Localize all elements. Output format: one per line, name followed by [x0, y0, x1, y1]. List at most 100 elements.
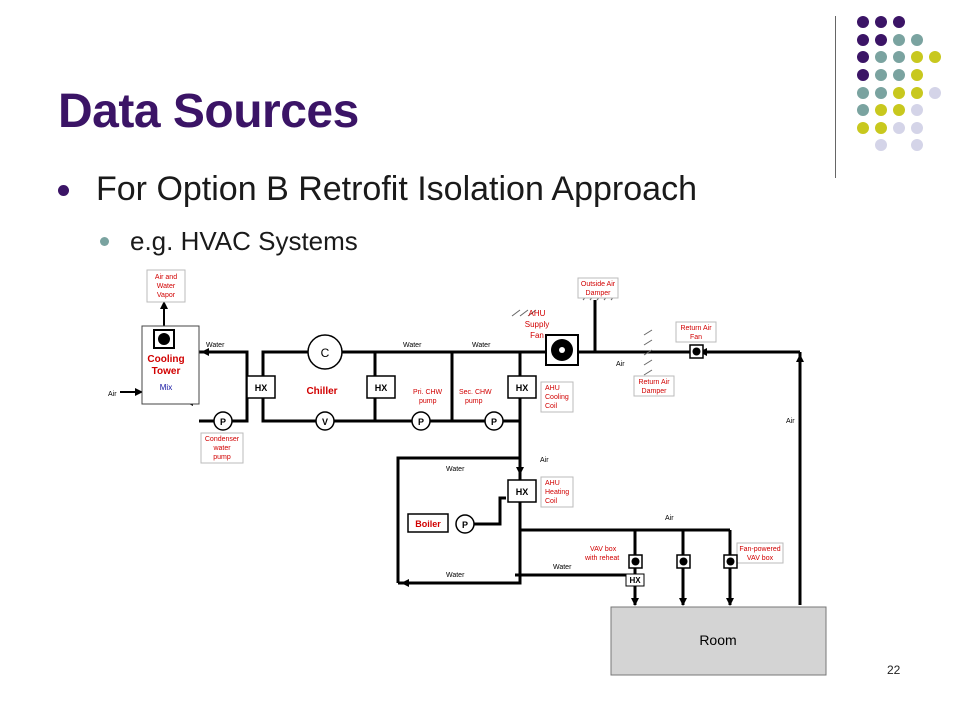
- svg-text:V: V: [322, 417, 328, 427]
- svg-text:P: P: [462, 520, 468, 530]
- vav-fan-icons: [628, 554, 738, 569]
- svg-text:P: P: [418, 417, 424, 427]
- svg-text:Damper: Damper: [642, 388, 668, 395]
- grid-dot: [929, 51, 941, 63]
- water-label-heating-bottom: Water: [446, 572, 465, 579]
- cooling-tower-label-2: Tower: [152, 366, 181, 377]
- svg-text:Boiler: Boiler: [415, 519, 441, 529]
- grid-dot: [875, 139, 887, 151]
- svg-text:water: water: [212, 445, 231, 452]
- duct-hatch: [511, 309, 537, 317]
- svg-text:Water: Water: [157, 283, 176, 290]
- svg-text:pump: pump: [419, 398, 437, 405]
- svg-text:HX: HX: [629, 576, 641, 585]
- svg-text:AHU: AHU: [529, 309, 546, 318]
- grid-dot: [893, 51, 905, 63]
- svg-text:Heating: Heating: [545, 489, 569, 496]
- condenser-pump: P: [213, 411, 233, 431]
- dot-row-2: [857, 34, 923, 46]
- hx-vav-reheat: HX: [625, 573, 645, 587]
- svg-text:Return Air: Return Air: [638, 379, 670, 386]
- grid-dot: [911, 139, 923, 151]
- boiler: Boiler: [407, 513, 449, 533]
- cooling-tower: Cooling Tower Mix: [141, 325, 200, 405]
- chiller-label: Chiller: [306, 386, 337, 397]
- pri-chw-pump-label: Pri. CHW pump: [413, 389, 443, 405]
- reheat-duct-inner: [515, 570, 637, 577]
- svg-text:P: P: [491, 417, 497, 427]
- bullet-dot-icon: [58, 185, 69, 196]
- ahu-heating-coil-label: AHU Heating Coil: [540, 476, 574, 508]
- pumps: P V P P P: [213, 411, 504, 534]
- grid-dot: [893, 69, 905, 81]
- svg-text:HX: HX: [516, 383, 529, 393]
- svg-text:Vapor: Vapor: [157, 292, 176, 299]
- svg-text:Air and: Air and: [155, 274, 177, 281]
- grid-dot: [875, 122, 887, 134]
- svg-text:Sec. CHW: Sec. CHW: [459, 389, 492, 396]
- bullet-dot-icon: [100, 237, 109, 246]
- svg-text:C: C: [321, 346, 330, 360]
- heat-exchangers: HX HX HX HX HX: [246, 375, 645, 587]
- grid-dot: [929, 87, 941, 99]
- ahu-cooling-coil-label: AHU Cooling Coil: [540, 381, 574, 413]
- outside-air-damper-label: Outside Air Damper: [577, 277, 619, 299]
- svg-text:with reheat: with reheat: [584, 555, 619, 562]
- vav-box-1: [628, 554, 643, 569]
- svg-text:Condenser: Condenser: [205, 436, 240, 443]
- grid-dot: [911, 104, 923, 116]
- condenser-pump-label: Condenser water pump: [200, 432, 244, 464]
- grid-dot: [875, 69, 887, 81]
- vav-box-2: [676, 554, 691, 569]
- grid-dot: [893, 104, 905, 116]
- grid-dot: [857, 16, 869, 28]
- flow-labels: Air Water Water Water Water Water Water …: [108, 342, 795, 579]
- grid-dot: [875, 104, 887, 116]
- svg-text:HX: HX: [375, 383, 388, 393]
- mix-label: Mix: [160, 383, 172, 392]
- dot-row-7: [857, 122, 923, 134]
- hx-ahu-heating: HX: [507, 479, 537, 503]
- boiler-pump: P: [455, 514, 475, 534]
- svg-text:Fan: Fan: [530, 331, 544, 340]
- air-water-vapor-label: Air and Water Vapor: [146, 269, 186, 303]
- svg-text:AHU: AHU: [545, 480, 560, 487]
- fan-powered-vav-label: Fan-powered VAV box: [736, 542, 784, 564]
- slide-title: Data Sources: [58, 85, 359, 138]
- grid-dot: [893, 34, 905, 46]
- svg-text:Damper: Damper: [586, 290, 612, 297]
- component-labels: Condenser water pump Pri. CHW pump Sec. …: [200, 277, 784, 564]
- grid-dot: [911, 51, 923, 63]
- title-divider: [835, 16, 836, 178]
- grid-dot: [875, 87, 887, 99]
- grid-dot: [857, 87, 869, 99]
- svg-text:Return Air: Return Air: [680, 325, 712, 332]
- water-label-condenser: Water: [206, 342, 225, 349]
- svg-text:Coil: Coil: [545, 403, 558, 410]
- chiller-valve: V: [315, 411, 335, 431]
- grid-dot: [857, 122, 869, 134]
- grid-dot: [857, 34, 869, 46]
- svg-text:Coil: Coil: [545, 498, 558, 505]
- grid-dot: [911, 69, 923, 81]
- return-air-damper-label: Return Air Damper: [633, 375, 675, 397]
- grid-dot: [875, 51, 887, 63]
- return-air-damper-hatch: [643, 329, 653, 376]
- svg-text:Room: Room: [699, 632, 736, 648]
- grid-dot: [857, 51, 869, 63]
- cooling-tower-label-1: Cooling: [147, 354, 184, 365]
- room: Room: [610, 606, 827, 676]
- grid-dot: [857, 104, 869, 116]
- svg-text:AHU: AHU: [545, 385, 560, 392]
- pipe-network: [199, 300, 804, 606]
- dot-row-3: [857, 51, 941, 63]
- water-label-heating-mid: Water: [553, 564, 572, 571]
- bullet-level-1: For Option B Retrofit Isolation Approach: [58, 170, 697, 209]
- bullet-level-2: e.g. HVAC Systems: [100, 226, 358, 257]
- condenser-loop: [199, 350, 249, 423]
- grid-dot: [911, 87, 923, 99]
- air-label-tower: Air: [108, 391, 117, 398]
- water-label-secondary: Water: [472, 342, 491, 349]
- primary-pump: P: [411, 411, 431, 431]
